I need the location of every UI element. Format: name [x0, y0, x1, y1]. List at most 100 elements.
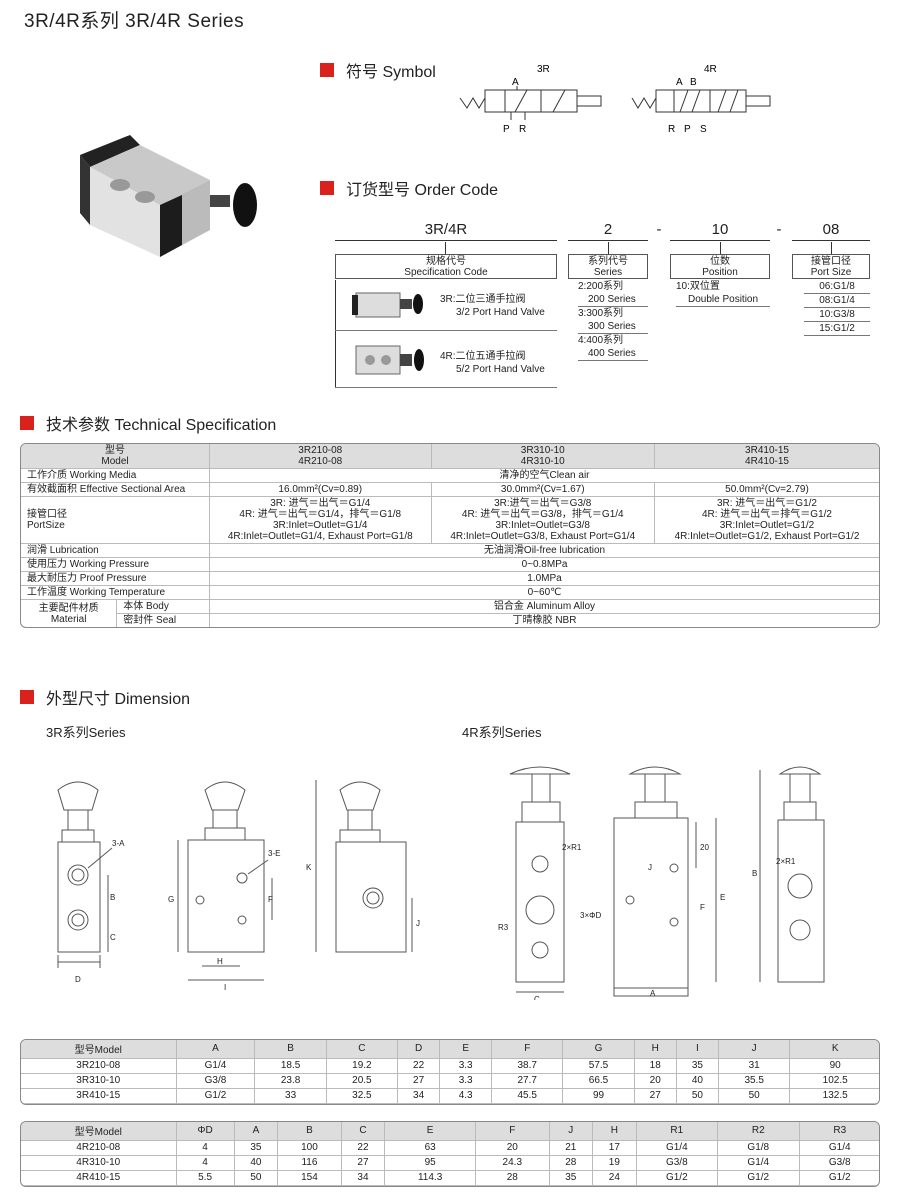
- port-item: 10:G3/8: [804, 308, 870, 322]
- table-header-cell: J: [718, 1040, 791, 1059]
- spec-lubrication-row: 润滑 Lubrication 无油润滑Oil-free lubrication: [21, 543, 879, 558]
- table-cell: 33: [254, 1088, 327, 1104]
- tech-heading: 技术参数 Technical Specification: [20, 411, 276, 435]
- table-cell: 24.3: [475, 1155, 550, 1171]
- table-cell: 40: [234, 1155, 279, 1171]
- table-cell: 3R210-08: [21, 1058, 177, 1074]
- order-code-part-3: 10: [670, 221, 770, 241]
- table-cell: 27: [341, 1155, 386, 1171]
- table-cell: 22: [397, 1058, 441, 1074]
- area-value: 50.0mm²(Cv=2.79): [654, 482, 879, 497]
- table-header-cell: F: [491, 1040, 564, 1059]
- table-cell: 20: [475, 1140, 550, 1156]
- table-cell: 28: [475, 1170, 550, 1186]
- table-header-cell: G: [562, 1040, 635, 1059]
- spec-temp-row: 工作温度 Working Temperature 0~60℃: [21, 585, 879, 600]
- connector: [608, 242, 609, 254]
- series-box: 系列代号 Series: [568, 254, 648, 279]
- table-header-cell: I: [676, 1040, 720, 1059]
- sym3r-r: R: [519, 124, 526, 135]
- sym4r-s: S: [700, 124, 707, 135]
- spec-code-box: 规格代号 Specification Code: [335, 254, 557, 279]
- position-item-cn: 10:双位置: [676, 281, 720, 292]
- label-4r: 2×R1: [776, 857, 796, 866]
- symbol-4r-diagram: 4R A B R P S: [631, 64, 771, 135]
- order-code-part-1: 3R/4R: [335, 221, 557, 241]
- table-cell: 114.3: [384, 1170, 477, 1186]
- proof-value: 1.0MPa: [209, 571, 879, 586]
- table-cell: G1/2: [799, 1170, 879, 1186]
- spec-3r-thumbnail: [352, 292, 423, 318]
- table-cell: 35: [549, 1170, 594, 1186]
- table-cell: 32.5: [326, 1088, 399, 1104]
- table-header-cell: ΦD: [176, 1122, 235, 1141]
- order-code-heading-text: 订货型号 Order Code: [346, 182, 499, 199]
- series-item-cn: 3:300系列: [578, 308, 624, 319]
- spec-medium-row: 工作介质 Working Media 清净的空气Clean air: [21, 468, 879, 483]
- table-cell: 99: [562, 1088, 635, 1104]
- table-cell: 35: [676, 1058, 720, 1074]
- table-cell: 132.5: [789, 1088, 879, 1104]
- series-item-en: 300 Series: [588, 321, 636, 332]
- spec-item-3r-cn: 3R:二位三通手拉阀: [440, 294, 526, 305]
- table-header-cell: B: [277, 1122, 342, 1141]
- order-code-part-2: 2: [568, 221, 648, 241]
- body-value: 铝合金 Aluminum Alloy: [209, 599, 879, 614]
- sym4r-title: 4R: [704, 64, 717, 75]
- dimension-4r-drawing: 2×R1 R3 C J 20 F E 3×ΦD A B 2×R1: [498, 766, 825, 1000]
- dimension-heading: 外型尺寸 Dimension: [20, 685, 190, 709]
- label-3r: H: [217, 957, 223, 966]
- series-box-en: Series: [593, 267, 623, 278]
- label-4r: 20: [700, 843, 709, 852]
- dimension-heading-text: 外型尺寸 Dimension: [46, 691, 191, 708]
- label-4r: R3: [498, 923, 509, 932]
- section-marker: [320, 181, 334, 195]
- table-cell: G3/8: [176, 1073, 256, 1089]
- series-3r-label: 3R系列Series: [46, 725, 126, 740]
- label-3r: B: [110, 893, 115, 902]
- table-cell: 50: [718, 1088, 791, 1104]
- port-box-cn: 接管口径: [811, 256, 851, 267]
- spec-box-en: Specification Code: [404, 267, 488, 278]
- table-cell: 3.3: [439, 1073, 493, 1089]
- row-divider: [335, 330, 557, 331]
- table-cell: G3/8: [636, 1155, 719, 1171]
- table-cell: G1/2: [176, 1088, 256, 1104]
- series-item-cn: 4:400系列: [578, 335, 624, 346]
- series-list: 2:200系列 200 Series 3:300系列 300 Series 4:…: [578, 280, 648, 361]
- table-cell: 35: [234, 1140, 279, 1156]
- position-box-cn: 位数: [710, 256, 730, 267]
- sym4r-p: P: [684, 124, 691, 135]
- table-cell: 63: [384, 1140, 477, 1156]
- table-cell: 57.5: [562, 1058, 635, 1074]
- table-header-cell: H: [592, 1122, 637, 1141]
- table-header-cell: 型号Model: [21, 1040, 177, 1059]
- table-cell: 90: [789, 1058, 879, 1074]
- section-marker: [320, 63, 334, 77]
- port-list: 06:G1/8 08:G1/4 10:G3/8 15:G1/2: [804, 280, 870, 336]
- label-3r: J: [416, 919, 420, 928]
- label-3r: I: [224, 983, 226, 992]
- table-cell: 38.7: [491, 1058, 564, 1074]
- series-box-cn: 系列代号: [588, 256, 628, 267]
- table-cell: 5.5: [176, 1170, 235, 1186]
- spec-item-4r: 4R:二位五通手拉阀 5/2 Port Hand Valve: [440, 350, 545, 376]
- sym3r-a: A: [512, 77, 519, 88]
- table-cell: G1/4: [717, 1155, 800, 1171]
- bracket-line: [335, 280, 336, 388]
- table-cell: 3R310-10: [21, 1073, 177, 1089]
- table-header-cell: R1: [636, 1122, 719, 1141]
- sym3r-p: P: [503, 124, 510, 135]
- label-3r: K: [306, 863, 312, 872]
